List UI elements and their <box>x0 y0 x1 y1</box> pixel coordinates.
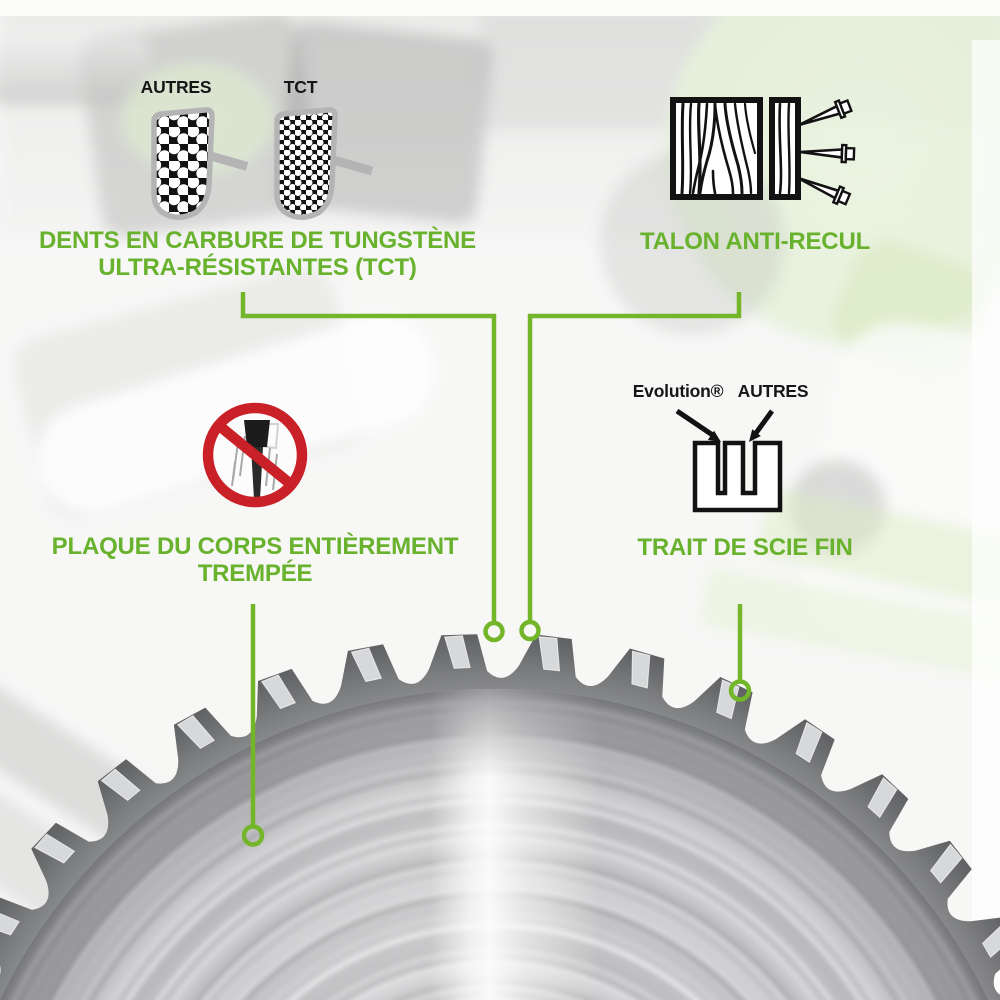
arrow-autres-kerf <box>753 409 775 435</box>
kerf-label-autres: AUTRES <box>737 381 809 401</box>
heading-hardened-plate-line1: PLAQUE DU CORPS ENTIÈREMENT <box>51 533 459 560</box>
heading-carbide-teeth: DENTS EN CARBURE DE TUNGSTÈNE ULTRA-RÉSI… <box>5 227 510 281</box>
tooth-tct-icon <box>274 107 374 220</box>
heading-carbide-teeth-line1: DENTS EN CARBURE DE TUNGSTÈNE <box>39 227 476 254</box>
heading-anti-kickback: TALON ANTI-RECUL <box>639 228 871 255</box>
kerf-comparison-icon <box>675 408 783 513</box>
tool-bit-head <box>244 420 270 447</box>
arrow-evolution-kerf <box>675 408 716 439</box>
prohibition-ring <box>202 402 308 508</box>
blade-inner-shadow <box>0 689 988 1000</box>
heading-hardened-plate-line2: TREMPÉE <box>197 560 313 587</box>
carbide-teeth-comparison-icon <box>151 107 374 220</box>
nail-bottom-icon <box>797 176 852 206</box>
bg-right-edge-strip <box>972 40 1000 1000</box>
wood-grain-anti-kickback-icon <box>670 97 856 206</box>
prohibition-slash <box>218 423 292 487</box>
nail-middle-icon <box>799 143 856 164</box>
kerf-label-evolution: Evolution® <box>632 381 724 401</box>
heading-carbide-teeth-line2: ULTRA-RÉSISTANTES (TCT) <box>98 254 417 281</box>
callout-marker-hardened-plate <box>241 824 265 847</box>
bg-top-edge-strip <box>0 0 1000 16</box>
tooth-label-tct: TCT <box>283 77 318 97</box>
callout-marker-thin-kerf <box>728 679 752 702</box>
heading-hardened-plate: PLAQUE DU CORPS ENTIÈREMENT TREMPÉE <box>0 533 510 587</box>
tooth-label-autres: AUTRES <box>140 77 212 97</box>
callout-marker-anti-kickback <box>519 619 541 642</box>
callout-marker-carbide-teeth <box>483 620 505 643</box>
callout-line-carbide-teeth <box>240 292 497 623</box>
carbide-tips <box>0 635 1000 958</box>
no-vibration-prohibition-icon <box>202 402 308 508</box>
tooth-autres-icon <box>151 107 249 220</box>
nail-top-icon <box>798 98 853 127</box>
heading-thin-kerf: TRAIT DE SCIE FIN <box>637 534 853 561</box>
bg-metal-bar <box>0 35 150 105</box>
kerf-block-shape <box>692 440 783 513</box>
callout-line-anti-kickback <box>527 292 742 622</box>
